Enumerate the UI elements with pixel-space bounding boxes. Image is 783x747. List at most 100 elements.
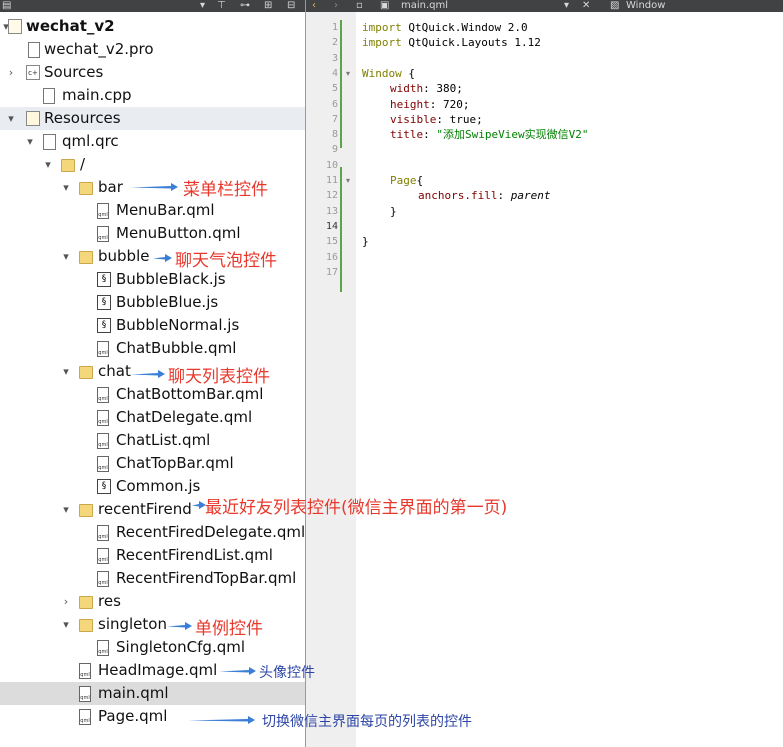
code-token: { [401, 66, 415, 80]
chevron-down-icon[interactable]: ▾ [45, 158, 51, 171]
tree-item-label: res [98, 592, 121, 610]
code-token: import [362, 36, 402, 50]
close-tab-icon[interactable]: ✕ [582, 0, 591, 11]
tree-item-label: Sources [44, 63, 104, 81]
code-line: height: 720; [390, 97, 470, 112]
qml-file-icon: qml [79, 686, 91, 702]
chevron-down-icon[interactable]: ▾ [63, 181, 69, 194]
code-token: : 380; [423, 82, 463, 96]
tree-item[interactable]: §BubbleBlack.js [0, 268, 305, 291]
forward-arrow-icon[interactable]: › [334, 0, 338, 11]
tree-item[interactable]: ▾Resources [0, 107, 305, 130]
code-token: QtQuick.Layouts 1.12 [401, 36, 541, 50]
symbol-selector[interactable]: Window [626, 0, 666, 11]
tree-item[interactable]: ▾ singleton [0, 613, 305, 636]
chevron-down-icon[interactable]: ▾ [63, 618, 69, 631]
editor-tab[interactable]: main.qml [401, 0, 449, 11]
chevron-right-icon[interactable]: › [63, 595, 69, 608]
tree-item[interactable]: ▾bar [0, 176, 305, 199]
chevron-down-icon[interactable]: ▾ [63, 365, 69, 378]
code-token: : 720; [429, 97, 470, 111]
editor-toolbar: ‹ › ▫ ▣ main.qml ▾ ✕ ▨ Window [306, 0, 783, 12]
tree-item-label: RecentFiredDelegate.qml [116, 523, 305, 541]
line-number: 9 [331, 144, 338, 156]
tree-item-label: Page.qml [98, 707, 168, 725]
line-number: 5 [331, 83, 338, 95]
tree-item[interactable]: §BubbleBlue.js [0, 291, 305, 314]
annotation-arrow [188, 716, 255, 724]
tree-item-label: wechat_v2.pro [44, 40, 154, 58]
folder-icon [61, 159, 75, 172]
sources-folder-icon: c+ [26, 65, 40, 80]
tree-item-label: BubbleNormal.js [116, 316, 240, 334]
tree-item-label: Common.js [116, 477, 201, 495]
qml-file-icon: qml [97, 410, 109, 426]
resources-folder-icon [26, 111, 40, 126]
tree-item[interactable]: § BubbleNormal.js [0, 314, 305, 337]
chevron-down-icon[interactable]: ▾ [63, 503, 69, 516]
annotation-page: 切换微信主界面每页的列表的控件 [262, 714, 472, 730]
folder-icon [79, 251, 93, 264]
splitter-handle[interactable] [305, 0, 306, 747]
change-marker [340, 20, 342, 148]
change-marker [340, 230, 342, 292]
folder-icon [79, 504, 93, 517]
tree-item[interactable]: wechat_v2.pro [0, 38, 305, 61]
chevron-down-icon[interactable]: ▾ [200, 0, 206, 11]
tree-item[interactable]: ▾bubble [0, 245, 305, 268]
tree-icon[interactable]: ▤ [2, 0, 12, 11]
chevron-down-icon[interactable]: ▾ [63, 250, 69, 263]
js-file-icon: § [97, 272, 111, 287]
tree-item[interactable]: main.cpp [0, 84, 305, 107]
split-icon[interactable]: ⊞ [264, 0, 273, 11]
line-number: 3 [331, 52, 338, 64]
lock-icon: ▫ [356, 0, 363, 11]
tree-item[interactable]: ▾recentFirend [0, 498, 305, 521]
code-token: visible [390, 112, 437, 126]
chevron-down-icon[interactable]: ▾ [3, 20, 9, 33]
tree-item[interactable]: §Common.js [0, 475, 305, 498]
filter-icon[interactable]: ⊤ [217, 0, 226, 11]
chevron-down-icon[interactable]: ▾ [8, 112, 14, 125]
tree-item-label: main.cpp [62, 86, 132, 104]
chevron-right-icon[interactable]: › [8, 66, 14, 79]
link-icon[interactable]: ⊶ [240, 0, 250, 11]
tree-item-label: singleton [98, 615, 167, 633]
fold-arrow-icon[interactable]: ▾ [346, 176, 351, 185]
tree-item[interactable]: ▾qml.qrc [0, 130, 305, 153]
tree-item[interactable]: ▾/ [0, 153, 305, 176]
chevron-down-icon[interactable]: ▾ [27, 135, 33, 148]
tab-dropdown-icon[interactable]: ▾ [564, 0, 570, 11]
js-file-icon: § [97, 318, 111, 333]
tree-item[interactable]: › c+ Sources [0, 61, 305, 84]
close-icon[interactable]: ⊟ [287, 0, 296, 11]
tree-item-label: BubbleBlue.js [116, 293, 219, 311]
fold-arrow-icon[interactable]: ▾ [346, 68, 351, 78]
tree-item[interactable]: ▾chat [0, 360, 305, 383]
qml-tab-icon: ▣ [380, 0, 390, 11]
tree-item[interactable]: › res [0, 590, 305, 613]
line-number: 16 [325, 251, 338, 263]
back-arrow-icon[interactable]: ‹ [312, 0, 316, 11]
annotation-singleton: 单例控件 [195, 619, 263, 639]
code-line: Window { [362, 66, 415, 81]
code-token: } [390, 204, 397, 218]
tree-item[interactable]: ▾wechat_v2 [0, 15, 305, 38]
tree-item-label: MenuButton.qml [116, 224, 241, 242]
